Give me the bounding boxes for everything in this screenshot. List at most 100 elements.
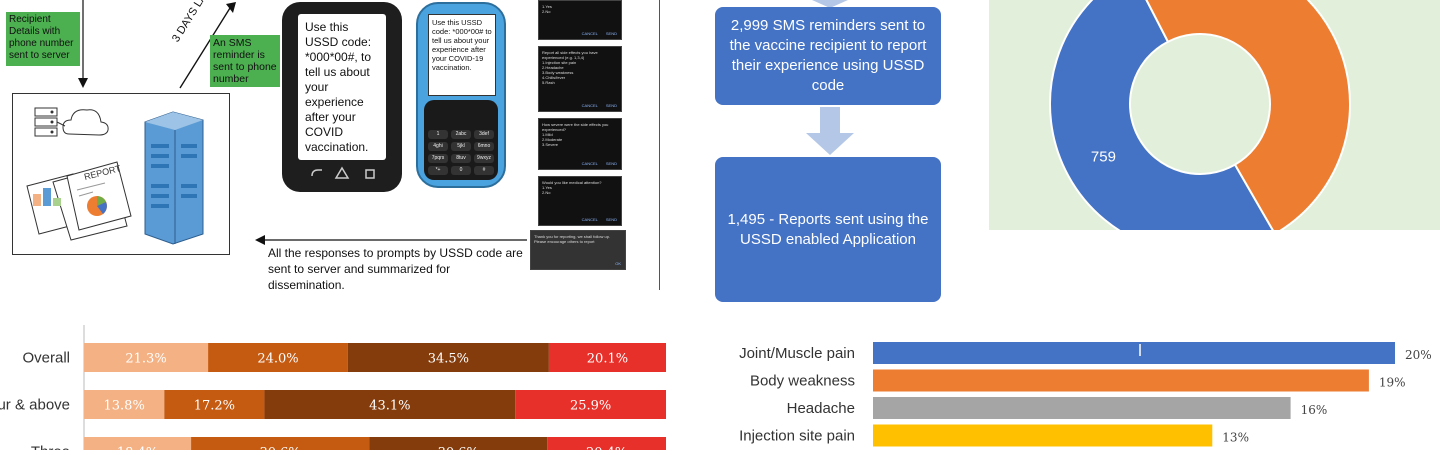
stacked-category-label: Three: [31, 444, 70, 451]
recipient-details-box: Recipient Details with phone number sent…: [6, 12, 80, 66]
smartphone-message: Use this USSD code: *000*00#, to tell us…: [305, 20, 372, 154]
stacked-bar-segment: [84, 343, 209, 372]
side-effect-bar: [873, 342, 1395, 364]
ussd-screen-line: 3.Body weakness: [542, 70, 574, 75]
keypad-key: 6mno: [474, 142, 494, 151]
feature-phone-screen: [428, 14, 496, 96]
side-effect-bar: [873, 424, 1213, 447]
side-effect-label: Headache: [787, 400, 855, 417]
smartphone-nav-icons: [311, 166, 375, 179]
arrow-responses-to-server: [255, 235, 527, 245]
ussd-screen-line: 2.No: [542, 190, 551, 195]
ussd-screen-line: 3.Severe: [542, 142, 559, 147]
side-effect-label: Joint/Muscle pain: [739, 345, 855, 362]
server-illustration: REPORT: [12, 93, 230, 255]
keypad-key: 4ghi: [428, 142, 448, 151]
stacked-bar-segment: [84, 390, 165, 419]
donut-slice: [1145, 0, 1351, 236]
stacked-bar-chart: Overall 21.3% 24.0% 34.5% 20.1% ur & above 13.…: [0, 325, 666, 455]
ussd-screen-button: SEND: [605, 217, 617, 222]
stacked-bar-segment: [347, 343, 549, 372]
side-effect-value-label: 16%: [1301, 403, 1328, 417]
ussd-screen-line: 1.Yes: [542, 185, 552, 190]
keypad-key: 1: [428, 130, 448, 139]
keypad-key: 5jkl: [451, 142, 471, 151]
ussd-screen-line: Would you like medical attention?: [542, 180, 602, 185]
workflow-diagram: Recipient Details with phone number sent…: [0, 0, 665, 295]
side-effect-bar: [873, 369, 1369, 392]
ussd-screen-button: SEND: [605, 161, 617, 166]
flow-arrow-middle: [806, 107, 854, 155]
keypad-key: 7pqrs: [428, 154, 448, 163]
stacked-category-label: Overall: [22, 350, 70, 367]
ussd-screen: Report all side effects you have experie…: [538, 46, 622, 112]
arrow-three-days-later: [179, 2, 236, 89]
ussd-screen: Thank you for reporting, we shall follow…: [530, 230, 626, 270]
ussd-screen-line: 2.Headache: [542, 65, 564, 70]
side-effect-label: Injection site pain: [739, 428, 855, 445]
ussd-screen-buttons: CANCEL SEND: [582, 31, 617, 36]
smartphone-screen: [298, 14, 386, 160]
ussd-screen-line: Thank you for reporting, we shall follow…: [534, 234, 611, 244]
server-report-icon: REPORT: [26, 107, 204, 245]
stacked-bar-segment: [264, 390, 516, 419]
stacked-value-label: 24.0%: [257, 352, 298, 367]
ussd-screen-buttons: CANCEL SEND: [582, 217, 617, 222]
keypad-key: 8tuv: [451, 154, 471, 163]
keypad-key: 9wxyz: [474, 154, 494, 163]
stacked-value-label: 30.6%: [438, 446, 479, 451]
stacked-category-label: ur & above: [0, 397, 70, 414]
stacked-value-label: 18.4%: [117, 446, 158, 451]
ussd-screen-line: 4.Chills/fever: [542, 75, 566, 80]
ussd-screen-line: 2.No: [542, 9, 551, 14]
responses-caption: All the responses to prompts by USSD cod…: [268, 246, 523, 292]
ussd-screen-line: 1.Mild: [542, 132, 553, 137]
ussd-screen-button: CANCEL: [581, 103, 598, 108]
stacked-value-label: 20.1%: [587, 352, 628, 367]
stacked-value-label: 17.2%: [194, 399, 235, 414]
ussd-screen-button: OK: [615, 261, 621, 266]
stacked-value-label: 13.8%: [104, 399, 145, 414]
panel-divider: [659, 0, 660, 290]
keypad-key: 2abc: [451, 130, 471, 139]
ussd-screen-button: SEND: [605, 31, 617, 36]
stacked-bar-segment: [515, 390, 666, 419]
ussd-screen-line: Report all side effects you have experie…: [542, 50, 598, 60]
donut-chart: 759: [1049, 0, 1351, 255]
side-effect-value-label: 19%: [1379, 376, 1406, 390]
ussd-screen-button: CANCEL: [581, 31, 598, 36]
keypad-key: *+: [428, 166, 448, 175]
flow-box-reports-sent: 1,495 - Reports sent using the USSD enab…: [715, 157, 941, 302]
ussd-screen-button: CANCEL: [581, 161, 598, 166]
stacked-value-label: 30.6%: [259, 446, 300, 451]
stacked-value-label: 21.3%: [125, 352, 166, 367]
flow-box-sms-reminders: 2,999 SMS reminders sent to the vaccine …: [715, 7, 941, 105]
ussd-screen-line: 5.Rash: [542, 80, 555, 85]
donut-chart-panel: 759: [989, 0, 1440, 255]
ussd-screen-buttons: CANCEL SEND: [582, 161, 617, 166]
stacked-bar-chart-panel: Overall 21.3% 24.0% 34.5% 20.1% ur & above 13.…: [0, 325, 700, 455]
stacked-bar-segment: [548, 343, 666, 372]
keypad-key: 0: [451, 166, 471, 175]
sms-reminder-box: An SMS reminder is sent to phone number: [210, 35, 280, 87]
flow-arrow-top: [812, 0, 848, 8]
stacked-value-label: 43.1%: [369, 399, 410, 414]
stacked-value-label: 25.9%: [570, 399, 611, 414]
stacked-bar-segment: [208, 343, 348, 372]
flowchart: 2,999 SMS reminders sent to the vaccine …: [700, 0, 960, 310]
ussd-screen-buttons: OK: [615, 261, 621, 266]
ussd-screen-button: CANCEL: [581, 217, 598, 222]
side-effect-value-label: 13%: [1222, 431, 1249, 445]
feature-phone-message: Use this USSD code: *000*00# to tell us …: [432, 18, 492, 72]
arrow-down-to-server: [78, 0, 88, 88]
donut-slice-label: 759: [1091, 149, 1116, 166]
stacked-value-label: 34.5%: [428, 352, 469, 367]
side-effect-bar: [873, 397, 1291, 419]
